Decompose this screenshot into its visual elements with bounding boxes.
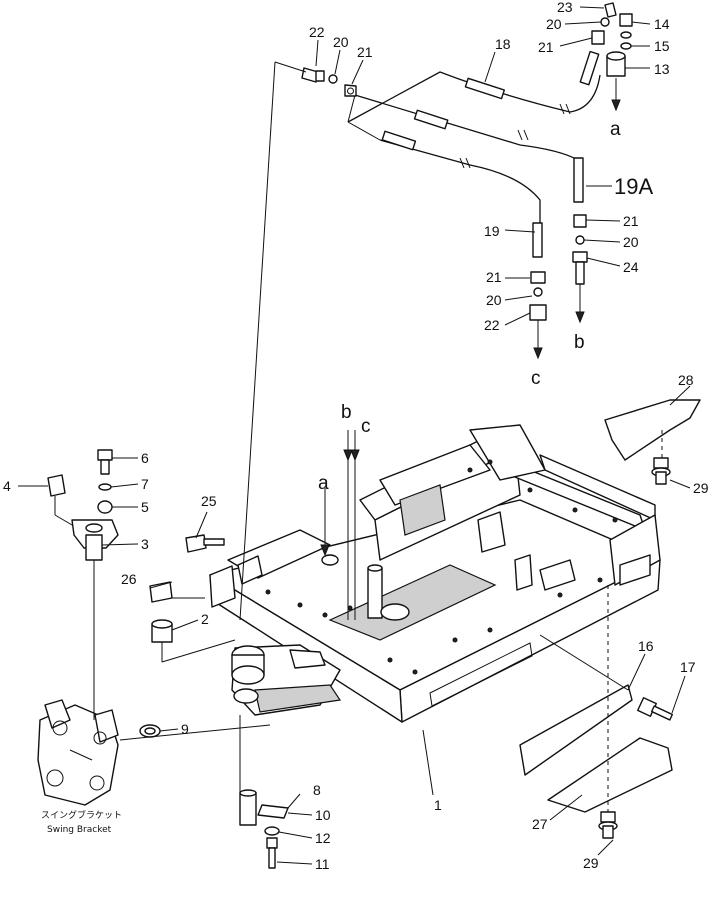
swing-post-arm [231, 644, 342, 716]
swing-bracket [37, 699, 119, 806]
fittings-top-left [301, 67, 357, 97]
callout-4: 4 [3, 478, 11, 494]
callout-22-top: 22 [309, 24, 325, 40]
cover-16 [519, 684, 633, 776]
callout-26: 26 [121, 571, 137, 587]
cover-28 [604, 399, 701, 461]
callout-14: 14 [654, 16, 670, 32]
callout-27: 27 [532, 816, 548, 832]
callout-7: 7 [141, 476, 149, 492]
callout-25: 25 [201, 493, 217, 509]
callout-21-mid: 21 [538, 39, 554, 55]
callout-21-c: 21 [486, 269, 502, 285]
callout-29-upper: 29 [693, 480, 709, 496]
callout-24: 24 [623, 259, 639, 275]
callout-22-c: 22 [484, 317, 500, 333]
callout-labels: 4 6 7 5 3 2 26 25 9 8 10 12 11 1 16 17 2… [3, 0, 709, 872]
callout-21-right: 21 [623, 213, 639, 229]
callout-23: 23 [557, 0, 573, 15]
fittings-top-right [591, 2, 633, 77]
callout-28: 28 [678, 372, 694, 388]
pin-stack [239, 789, 289, 869]
fittings-right-column [572, 214, 588, 285]
assembly-lines [54, 61, 663, 812]
callout-6: 6 [141, 450, 149, 466]
callout-29-lower: 29 [583, 855, 599, 871]
callout-3: 3 [141, 536, 149, 552]
connector-a-frame: a [318, 473, 329, 494]
callout-13: 13 [654, 61, 670, 77]
callout-9: 9 [181, 721, 189, 737]
callout-20-c: 20 [486, 292, 502, 308]
swing-bracket-caption: スイングブラケット Swing Bracket [41, 809, 122, 835]
connector-a-top: a [610, 119, 621, 140]
caption-english: Swing Bracket [47, 825, 112, 835]
callout-21-top: 21 [357, 44, 373, 60]
cover-27 [547, 737, 673, 813]
callout-12: 12 [315, 830, 331, 846]
bolts [598, 457, 674, 839]
connector-c-bottom: c [531, 368, 541, 389]
callout-11: 11 [315, 856, 330, 872]
connector-letters: a b c a b c [318, 119, 621, 494]
small-parts [139, 534, 225, 738]
callout-20-top: 20 [333, 34, 349, 50]
caption-japanese: スイングブラケット [41, 809, 122, 821]
fittings-c-column [529, 271, 547, 321]
revolving-frame [209, 424, 661, 723]
callout-15: 15 [654, 38, 670, 54]
callout-5: 5 [141, 499, 149, 515]
hose-lines [347, 50, 601, 258]
callout-17: 17 [680, 659, 696, 675]
callout-2: 2 [201, 611, 209, 627]
connector-c-frame: c [361, 416, 371, 437]
leader-lines [18, 6, 691, 865]
connector-b-frame: b [341, 402, 352, 423]
callout-16: 16 [638, 638, 654, 654]
callout-1: 1 [434, 797, 442, 813]
callout-18: 18 [495, 36, 511, 52]
callout-8: 8 [313, 782, 321, 798]
callout-19a: 19A [614, 174, 653, 199]
fittings-left [47, 449, 119, 561]
connector-b-bottom: b [574, 332, 585, 353]
callout-10: 10 [315, 807, 331, 823]
callout-20-right: 20 [623, 234, 639, 250]
callout-20-mid: 20 [546, 16, 562, 32]
callout-19: 19 [484, 223, 500, 239]
